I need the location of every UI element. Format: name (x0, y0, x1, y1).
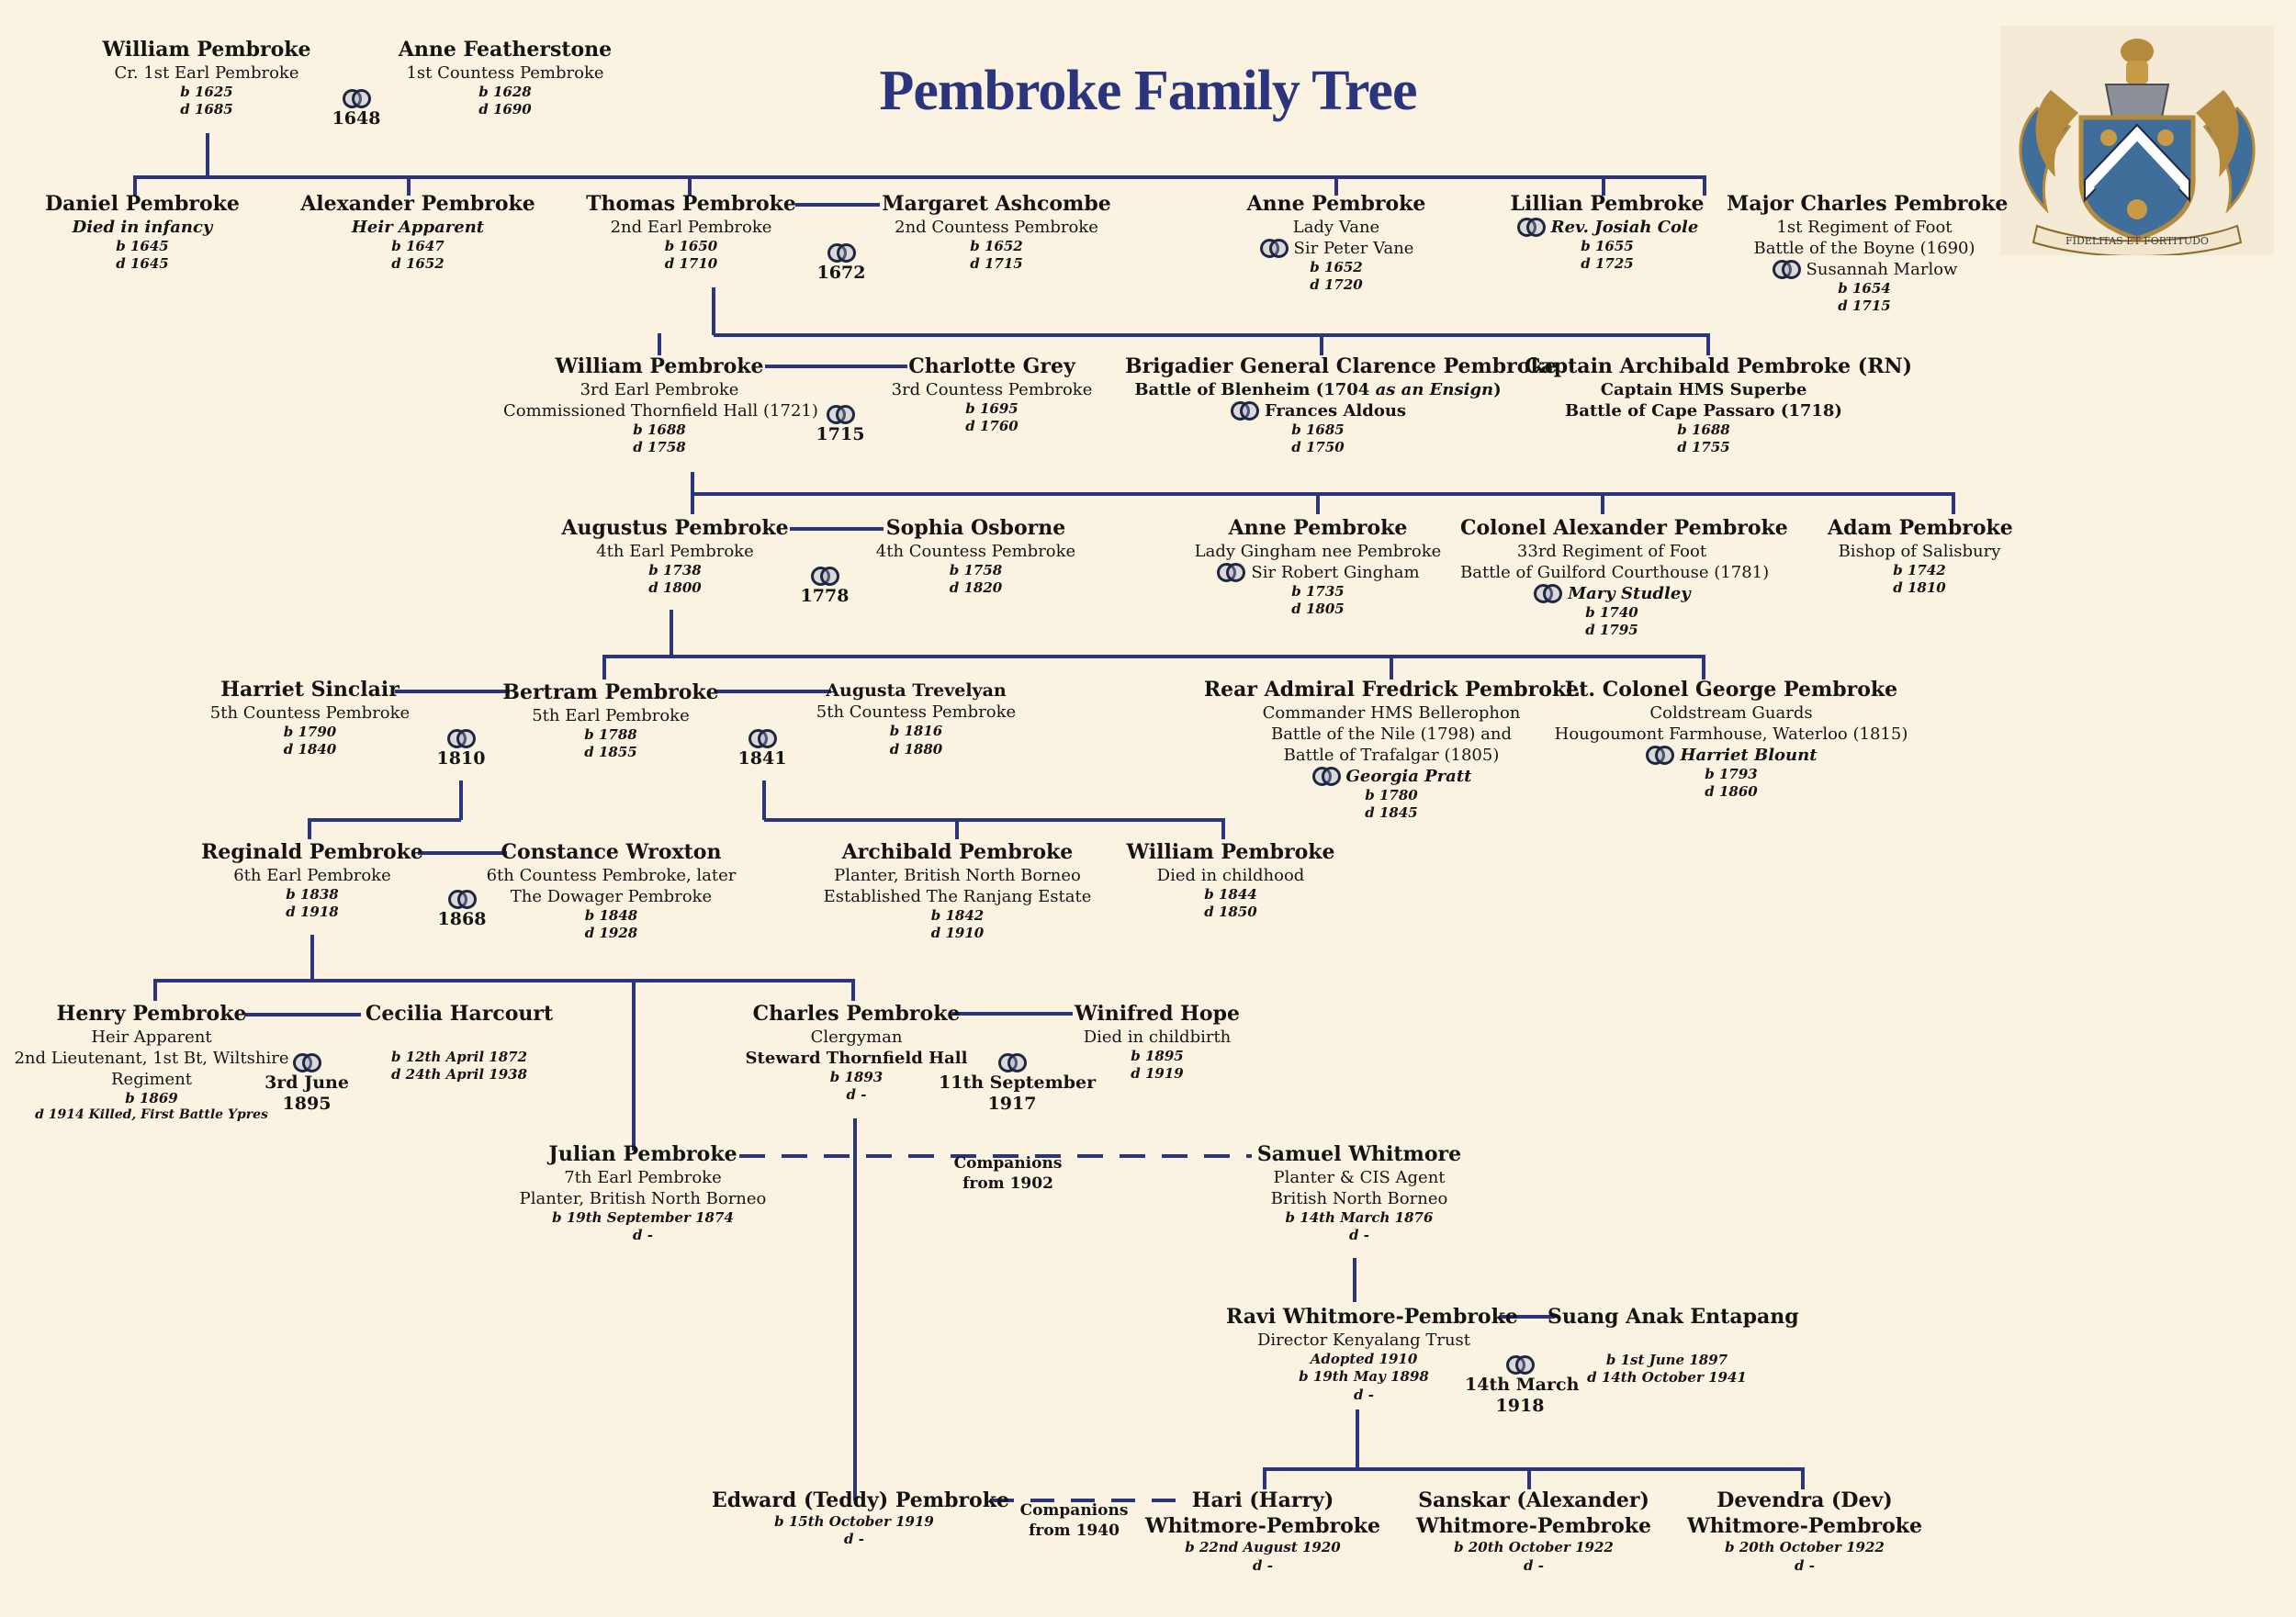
person-william-1st-earl: William Pembroke Cr. 1st Earl Pembroke b… (102, 38, 311, 118)
person-charlotte-grey: Charlotte Grey 3rd Countess Pembroke b 1… (891, 354, 1093, 435)
person-augustus-pembroke: Augustus Pembroke 4th Earl Pembroke b 17… (561, 516, 789, 597)
person-hari-whitmore-pembroke: Hari (Harry) Whitmore-Pembroke b 22nd Au… (1144, 1488, 1380, 1574)
person-thomas-pembroke: Thomas Pembroke 2nd Earl Pembroke b 1650… (586, 192, 796, 273)
marriage-1648: 1648 (329, 88, 384, 129)
wedding-rings-icon (1311, 766, 1341, 787)
companions-from-1902: Companions from 1902 (953, 1154, 1063, 1194)
person-alexander-pembroke-heir: Alexander Pembroke Heir Apparent b 1647 … (300, 192, 535, 273)
wedding-rings-icon (292, 1052, 321, 1072)
wedding-rings-icon (1533, 583, 1563, 604)
marriage-1715: 1715 (813, 404, 868, 445)
person-lillian-pembroke: Lillian Pembroke Rev. Josiah Cole b 1655… (1510, 192, 1705, 273)
crest-motto: FIDELITAS ET FORTITUDO (2065, 235, 2209, 247)
crest-icon: FIDELITAS ET FORTITUDO (2019, 39, 2256, 257)
person-edward-teddy-pembroke: Edward (Teddy) Pembroke b 15th October 1… (712, 1488, 1009, 1548)
marriage-1672: 1672 (814, 242, 869, 284)
person-suang-anak-entapang: Suang Anak Entapang b 1st June 1897 d 14… (1548, 1305, 1799, 1387)
person-margaret-ashcombe: Margaret Ashcombe 2nd Countess Pembroke … (882, 192, 1111, 273)
person-major-charles-pembroke: Major Charles Pembroke 1st Regiment of F… (1727, 192, 2009, 315)
family-crest: FIDELITAS ET FORTITUDO (2000, 26, 2274, 257)
person-captain-archibald-pembroke-rn: Captain Archibald Pembroke (RN) Captain … (1525, 354, 1913, 456)
person-colonel-alexander-pembroke: Colonel Alexander Pembroke 33rd Regiment… (1460, 516, 1788, 639)
wedding-rings-icon (1772, 259, 1801, 280)
marriage-1918: 14th March 1918 (1465, 1354, 1579, 1417)
person-devendra-whitmore-pembroke: Devendra (Dev) Whitmore-Pembroke b 20th … (1686, 1488, 1922, 1574)
person-archibald-pembroke-planter: Archibald Pembroke Planter, British Nort… (823, 840, 1092, 942)
person-ravi-whitmore-pembroke: Ravi Whitmore-Pembroke Director Kenyalan… (1226, 1305, 1518, 1403)
person-julian-pembroke: Julian Pembroke 7th Earl Pembroke Plante… (519, 1142, 767, 1244)
person-william-pembroke-child: William Pembroke Died in childhood b 184… (1126, 840, 1335, 921)
wedding-rings-icon (810, 566, 839, 586)
person-winifred-hope: Winifred Hope Died in childbirth b 1895 … (1075, 1002, 1240, 1083)
companions-from-1940: Companions from 1940 (1019, 1501, 1129, 1541)
wedding-rings-icon (446, 728, 476, 748)
person-sophia-osborne: Sophia Osborne 4th Countess Pembroke b 1… (875, 516, 1076, 597)
person-sanskar-whitmore-pembroke: Sanskar (Alexander) Whitmore-Pembroke b … (1415, 1488, 1651, 1574)
person-william-3rd-earl: William Pembroke 3rd Earl Pembroke Commi… (503, 354, 818, 456)
person-reginald-pembroke: Reginald Pembroke 6th Earl Pembroke b 18… (201, 840, 423, 921)
wedding-rings-icon (1516, 217, 1546, 238)
wedding-rings-icon (827, 242, 856, 263)
wedding-rings-icon (748, 728, 777, 748)
marriage-1917: 11th September 1917 (939, 1052, 1096, 1115)
page-title: Pembroke Family Tree (879, 60, 1418, 122)
marriage-1778: 1778 (797, 566, 852, 607)
person-bertram-pembroke: Bertram Pembroke 5th Earl Pembroke b 178… (502, 680, 719, 761)
wedding-rings-icon (1645, 745, 1675, 766)
person-rear-admiral-fredrick-pembroke: Rear Admiral Fredrick Pembroke Commander… (1203, 678, 1580, 822)
person-anne-featherstone: Anne Featherstone 1st Countess Pembroke … (398, 38, 613, 118)
wedding-rings-icon (826, 404, 855, 424)
person-harriet-sinclair: Harriet Sinclair 5th Countess Pembroke b… (209, 678, 411, 758)
person-augusta-trevelyan: Augusta Trevelyan 5th Countess Pembroke … (816, 680, 1017, 758)
marriage-1810: 1810 (433, 728, 489, 769)
person-charles-pembroke-clergyman: Charles Pembroke Clergyman Steward Thorn… (745, 1002, 968, 1104)
wedding-rings-icon (1216, 562, 1246, 583)
marriage-1868: 1868 (434, 889, 490, 930)
person-anne-pembroke-gingham: Anne Pembroke Lady Gingham nee Pembroke … (1194, 516, 1442, 618)
marriage-1895: 3rd June 1895 (261, 1052, 353, 1115)
wedding-rings-icon (1259, 238, 1289, 259)
wedding-rings-icon (1230, 400, 1259, 421)
person-lt-colonel-george-pembroke: Lt. Colonel George Pembroke Coldstream G… (1554, 678, 1908, 801)
person-cecilia-harcourt: Cecilia Harcourt b 12th April 1872 d 24t… (365, 1002, 554, 1084)
person-daniel-pembroke: Daniel Pembroke Died in infancy b 1645 d… (45, 192, 240, 273)
person-anne-pembroke-vane: Anne Pembroke Lady Vane Sir Peter Vane b… (1246, 192, 1426, 294)
wedding-rings-icon (997, 1052, 1027, 1072)
person-samuel-whitmore: Samuel Whitmore Planter & CIS Agent Brit… (1256, 1142, 1462, 1244)
wedding-rings-icon (1505, 1354, 1535, 1375)
person-brigadier-clarence-pembroke: Brigadier General Clarence Pembroke Batt… (1125, 354, 1558, 456)
wedding-rings-icon (447, 889, 477, 909)
marriage-1841: 1841 (735, 728, 790, 769)
person-constance-wroxton: Constance Wroxton 6th Countess Pembroke,… (486, 840, 737, 942)
person-henry-pembroke: Henry Pembroke Heir Apparent 2nd Lieuten… (14, 1002, 289, 1123)
person-adam-pembroke: Adam Pembroke Bishop of Salisbury b 1742… (1828, 516, 2013, 597)
wedding-rings-icon (342, 88, 371, 108)
